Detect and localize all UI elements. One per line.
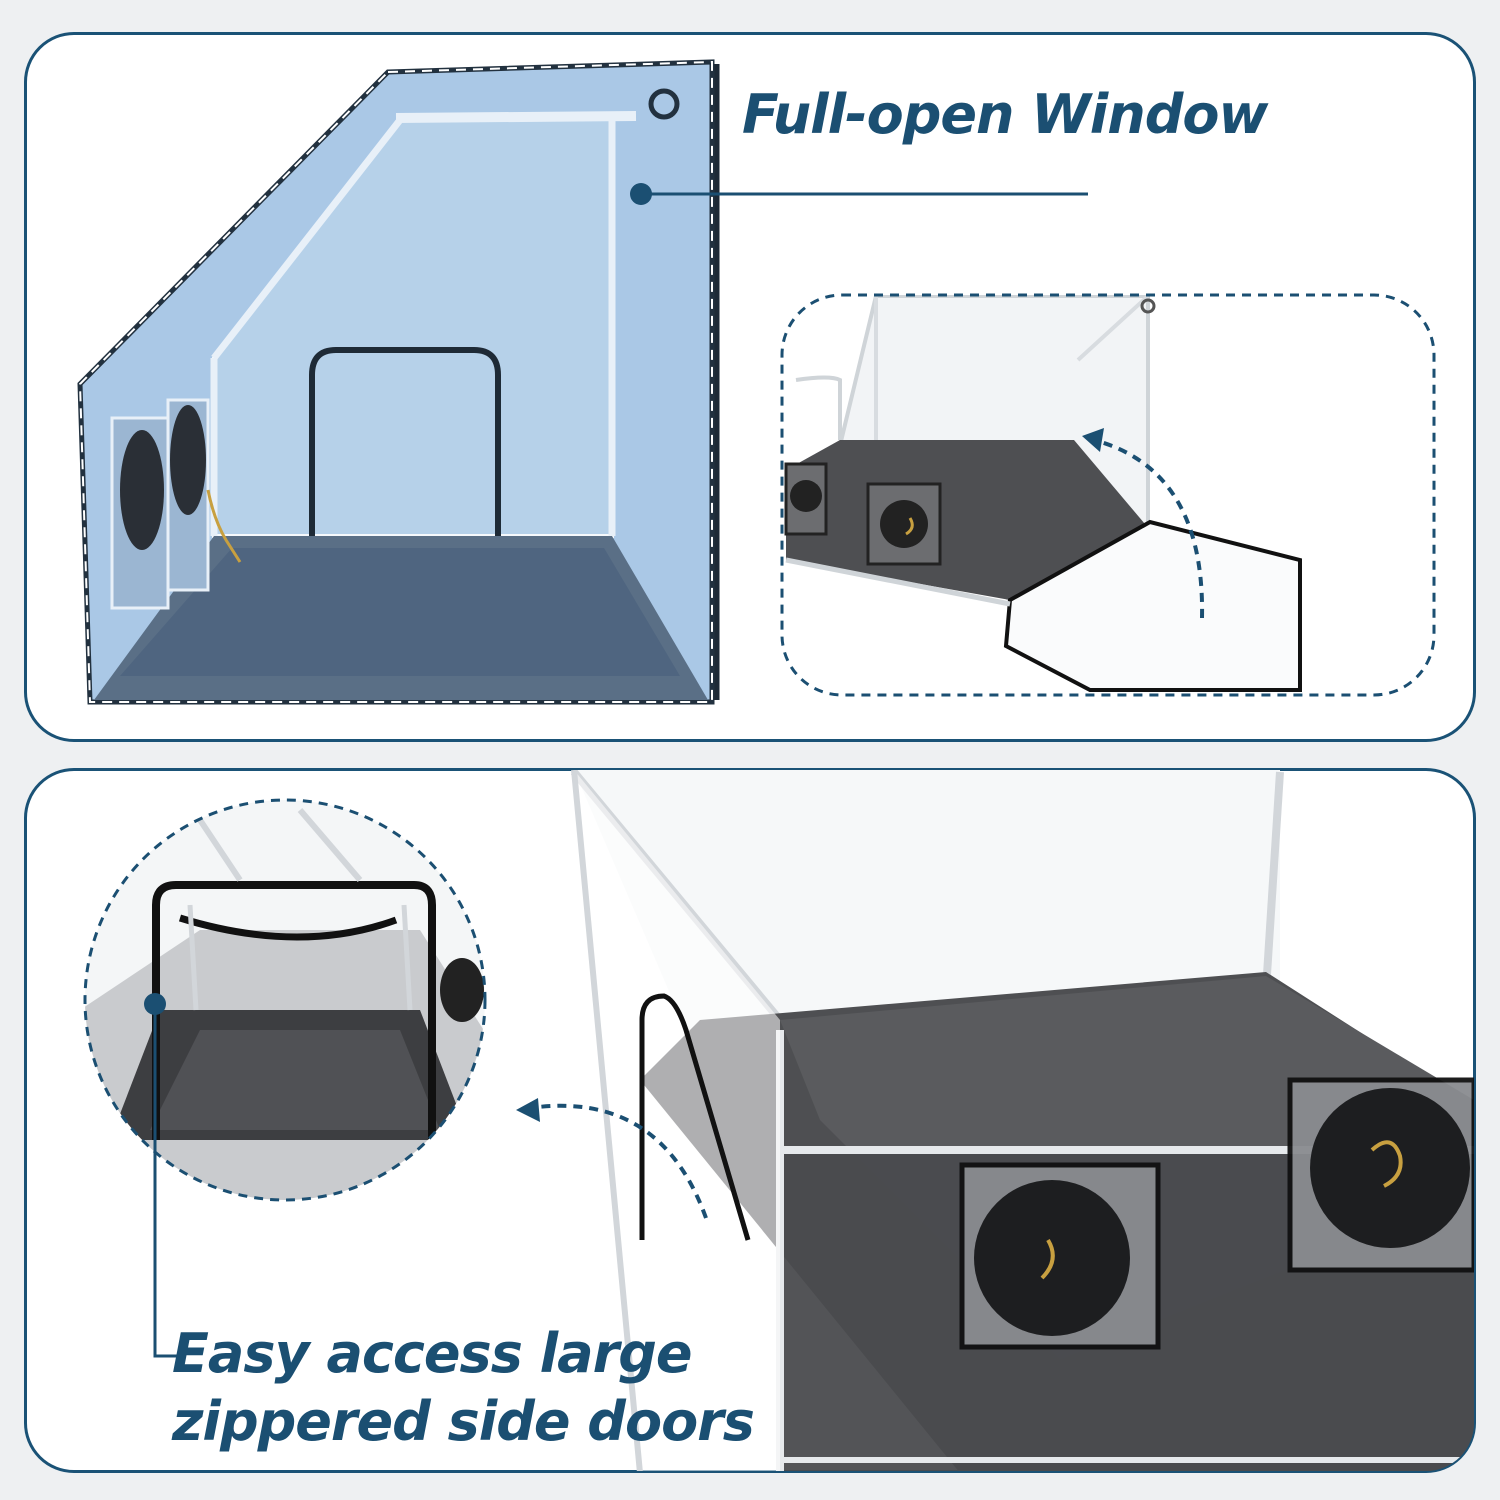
open-window-inset xyxy=(780,293,1436,697)
door-closeup-inset xyxy=(83,798,487,1202)
doors-caption-line-2: zippered side doors xyxy=(172,1390,755,1453)
doors-caption-line-1: Easy access large xyxy=(172,1322,692,1385)
doors-feature-caption: Easy access large zippered side doors xyxy=(172,1320,755,1456)
greenhouse-door-view xyxy=(570,770,1474,1471)
curved-arrow-icon xyxy=(516,1098,708,1219)
vent-pocket xyxy=(1287,1077,1474,1273)
curved-arrow-icon xyxy=(1082,428,1205,619)
vent-pocket xyxy=(959,1162,1161,1350)
window-feature-caption: Full-open Window xyxy=(742,83,1268,146)
greenhouse-window-view xyxy=(77,59,720,705)
